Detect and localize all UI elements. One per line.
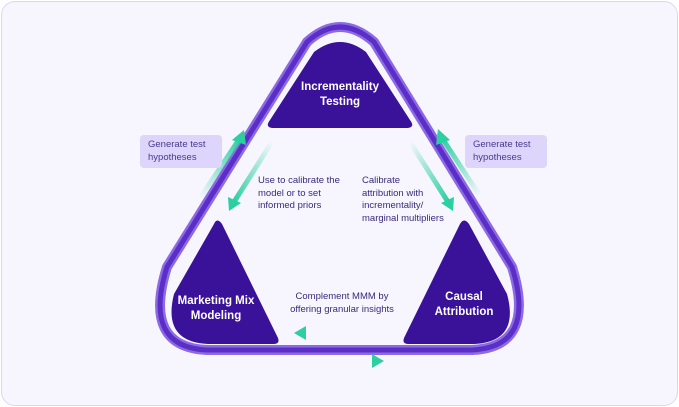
node-right-label: Causal Attribution — [434, 291, 494, 318]
arrow-right-bottom — [300, 354, 384, 368]
node-left-label: Marketing Mix Modeling — [177, 295, 255, 322]
badge-generate-hypotheses-left: Generate test hypotheses — [140, 135, 222, 168]
arrow-up-left — [197, 130, 246, 200]
note-left-edge: Use to calibrate the model or to set inf… — [258, 175, 340, 211]
node-top-shape — [267, 42, 413, 128]
arrow-up-right — [436, 129, 483, 198]
badge-generate-hypotheses-right: Generate test hypotheses — [465, 135, 547, 168]
arrow-left-bottom — [294, 326, 374, 340]
triangle-inner-band — [157, 24, 522, 353]
note-right-edge: Calibrate attribution with incrementalit… — [362, 175, 444, 224]
node-right-shape — [403, 220, 510, 344]
note-bottom-edge: Complement MMM by offering granular insi… — [290, 291, 394, 315]
arrow-down-right — [407, 140, 454, 211]
node-top-label: Incrementality Testing — [301, 81, 379, 108]
arrow-down-left — [228, 140, 275, 211]
node-left-shape — [171, 220, 279, 344]
